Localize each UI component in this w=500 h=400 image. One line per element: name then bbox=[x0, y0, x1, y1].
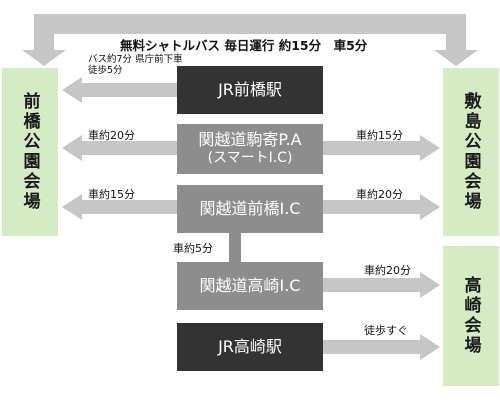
venue-takasaki: 高崎会場 bbox=[443, 246, 499, 386]
box-maebashi-ic-label: 関越道前橋I.C bbox=[199, 199, 301, 218]
box-komayose-line1: 関越道駒寄P.A bbox=[198, 130, 302, 150]
label-maebashi-ic-left: 車約15分 bbox=[88, 188, 135, 201]
shuttle-arrow bbox=[22, 14, 478, 66]
shuttle-bus-label: 無料シャトルバス 毎日運行 約15分 車5分 bbox=[120, 38, 368, 53]
box-jr-takasaki: JR高崎駅 bbox=[177, 323, 323, 371]
box-takasaki-ic-label: 関越道高崎I.C bbox=[199, 276, 301, 295]
label-jr-takasaki-right: 徒歩すぐ bbox=[364, 324, 408, 337]
arrow-jr-maebashi-left bbox=[62, 77, 178, 103]
label-maebashi-ic-right: 車約20分 bbox=[356, 188, 403, 201]
box-komayose-line2: (スマートI.C) bbox=[207, 150, 293, 167]
arrow-maebashi-ic-left bbox=[62, 194, 178, 220]
venue-takasaki-label: 高崎会場 bbox=[460, 276, 481, 356]
label-komayose-left: 車約20分 bbox=[88, 129, 135, 142]
label-jr-maebashi-line1: バス約7分 県庁前下車 bbox=[88, 54, 183, 65]
connector-bar bbox=[229, 232, 241, 262]
label-jr-maebashi-line2: 徒歩5分 bbox=[88, 65, 123, 76]
box-takasaki-ic: 関越道高崎I.C bbox=[177, 262, 323, 310]
arrow-maebashi-ic-right bbox=[322, 194, 440, 220]
box-jr-maebashi: JR前橋駅 bbox=[177, 66, 323, 114]
venue-shikishima-park-label: 敷島公園会場 bbox=[460, 92, 481, 212]
arrow-takasaki-ic-right bbox=[322, 272, 440, 298]
arrow-komayose-right bbox=[322, 135, 440, 161]
venue-maebashi-park-label: 前橋公園会場 bbox=[19, 92, 40, 212]
box-maebashi-ic: 関越道前橋I.C bbox=[177, 185, 323, 233]
box-jr-maebashi-label: JR前橋駅 bbox=[218, 80, 282, 99]
venue-shikishima-park: 敷島公園会場 bbox=[443, 68, 499, 236]
label-komayose-right: 車約15分 bbox=[356, 129, 403, 142]
arrow-komayose-left bbox=[62, 135, 178, 161]
label-takasaki-ic-right: 車約20分 bbox=[364, 264, 411, 277]
label-connector: 車約5分 bbox=[173, 242, 213, 255]
label-jr-maebashi-bus: バス約7分 県庁前下車 徒歩5分 bbox=[88, 54, 183, 76]
venue-maebashi-park: 前橋公園会場 bbox=[2, 68, 58, 236]
box-jr-takasaki-label: JR高崎駅 bbox=[218, 337, 282, 356]
box-komayose-pa: 関越道駒寄P.A (スマートI.C) bbox=[177, 124, 323, 174]
arrow-jr-takasaki-right bbox=[322, 334, 440, 360]
